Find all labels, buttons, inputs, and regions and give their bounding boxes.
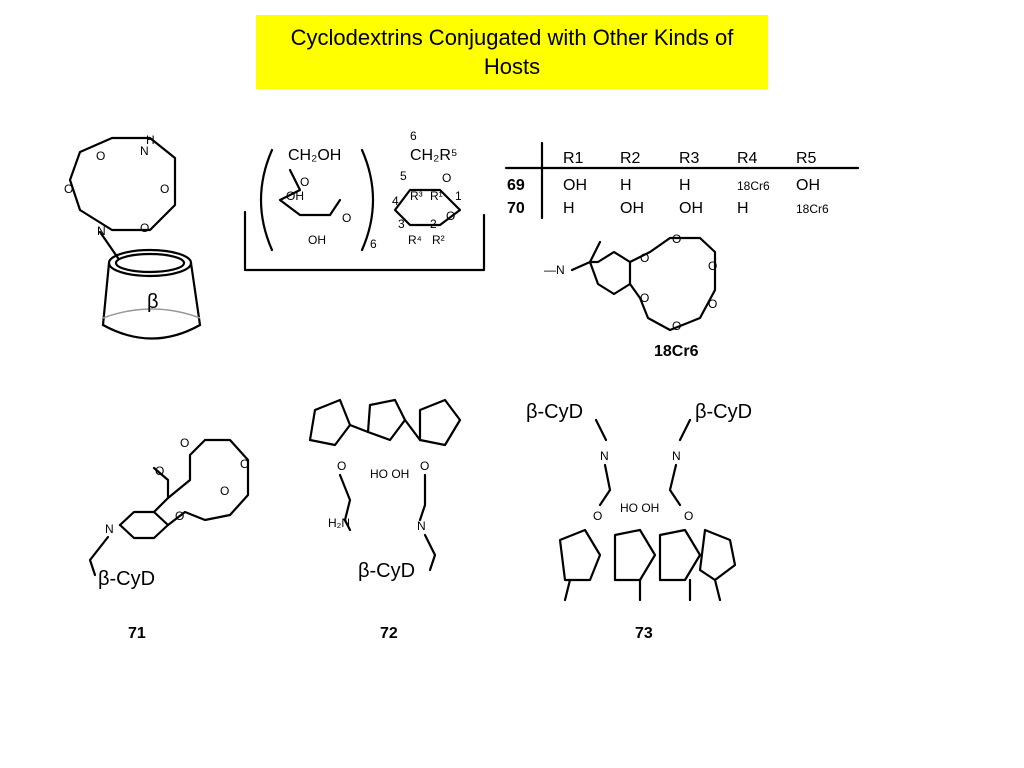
svg-text:O: O xyxy=(672,319,681,333)
svg-text:O: O xyxy=(140,221,149,235)
svg-text:O: O xyxy=(300,175,309,189)
svg-text:69: 69 xyxy=(507,177,525,194)
svg-text:R⁴: R⁴ xyxy=(408,233,422,247)
svg-text:N: N xyxy=(97,224,106,238)
svg-text:O: O xyxy=(160,182,169,196)
svg-text:O: O xyxy=(180,436,189,450)
svg-text:OH: OH xyxy=(796,177,820,194)
svg-text:O: O xyxy=(442,171,451,185)
svg-text:O: O xyxy=(175,509,184,523)
svg-text:HO OH: HO OH xyxy=(370,467,409,481)
svg-text:O: O xyxy=(708,297,717,311)
svg-text:4: 4 xyxy=(392,194,399,208)
svg-text:O: O xyxy=(240,457,249,471)
svg-text:N: N xyxy=(672,449,681,463)
svg-text:O: O xyxy=(220,484,229,498)
slide-title: Cyclodextrins Conjugated with Other Kind… xyxy=(290,25,734,79)
svg-text:OH: OH xyxy=(286,189,304,203)
svg-text:—N: —N xyxy=(544,263,565,277)
compound-71-structure: O O O O O N β-CyD 71 xyxy=(88,436,249,642)
svg-text:1: 1 xyxy=(455,189,462,203)
svg-text:O: O xyxy=(672,232,681,246)
svg-text:β-CyD: β-CyD xyxy=(695,401,752,423)
svg-text:β-CyD: β-CyD xyxy=(98,568,155,590)
svg-text:6: 6 xyxy=(410,129,417,143)
svg-text:N: N xyxy=(140,144,149,158)
svg-text:R5: R5 xyxy=(796,150,817,167)
svg-text:72: 72 xyxy=(380,625,398,642)
svg-text:O: O xyxy=(337,459,346,473)
crown-cd-cartoon: O N H O O N O β xyxy=(64,133,202,340)
svg-text:N: N xyxy=(105,522,114,536)
svg-text:O: O xyxy=(155,464,164,478)
svg-text:O: O xyxy=(64,182,73,196)
svg-text:OH: OH xyxy=(620,200,644,217)
svg-text:O: O xyxy=(708,259,717,273)
svg-text:18Cr6: 18Cr6 xyxy=(737,179,770,193)
svg-text:OH: OH xyxy=(308,233,326,247)
svg-text:CH₂OH: CH₂OH xyxy=(288,147,341,164)
svg-text:H: H xyxy=(620,177,632,194)
svg-text:R¹: R¹ xyxy=(430,189,443,203)
svg-text:R²: R² xyxy=(432,233,445,247)
svg-text:H: H xyxy=(563,200,575,217)
svg-text:H: H xyxy=(146,133,155,147)
svg-text:OH: OH xyxy=(563,177,587,194)
svg-text:R³: R³ xyxy=(410,189,423,203)
svg-text:OH: OH xyxy=(679,200,703,217)
svg-text:R4: R4 xyxy=(737,150,758,167)
svg-text:O: O xyxy=(342,211,351,225)
svg-text:R2: R2 xyxy=(620,150,641,167)
compound-72-structure: O HO OH O H₂N N β-CyD 72 xyxy=(308,398,462,642)
svg-text:R1: R1 xyxy=(563,150,584,167)
svg-text:β-CyD: β-CyD xyxy=(526,401,583,423)
svg-text:O: O xyxy=(640,291,649,305)
svg-text:HO OH: HO OH xyxy=(620,501,659,515)
svg-text:O: O xyxy=(96,149,105,163)
svg-text:H₂N: H₂N xyxy=(328,516,350,530)
svg-text:2: 2 xyxy=(430,217,437,231)
svg-text:73: 73 xyxy=(635,625,653,642)
svg-text:O: O xyxy=(446,209,455,223)
svg-text:18Cr6: 18Cr6 xyxy=(654,343,699,360)
cd-sugar-unit: CH₂OH OH O OH O 6 6 CH₂R⁵ 5 O 4 R³ R¹ 1 … xyxy=(243,129,486,272)
svg-text:6: 6 xyxy=(370,237,377,251)
svg-text:β: β xyxy=(147,291,159,313)
svg-text:O: O xyxy=(593,509,602,523)
compound-73-structure: β-CyD β-CyD N N O O HO OH 73 xyxy=(526,401,752,642)
svg-text:β-CyD: β-CyD xyxy=(358,560,415,582)
svg-text:O: O xyxy=(420,459,429,473)
svg-text:H: H xyxy=(679,177,691,194)
svg-text:71: 71 xyxy=(128,625,146,642)
svg-text:N: N xyxy=(600,449,609,463)
svg-text:R3: R3 xyxy=(679,150,700,167)
svg-text:18Cr6: 18Cr6 xyxy=(796,202,829,216)
svg-text:5: 5 xyxy=(400,169,407,183)
svg-text:O: O xyxy=(684,509,693,523)
svg-text:N: N xyxy=(417,519,426,533)
svg-text:3: 3 xyxy=(398,217,405,231)
substituent-table: R1 R2 R3 R4 R5 69 OH H H 18Cr6 OH 70 H O… xyxy=(504,141,860,220)
crown-18cr6: —N O O O O O O 18Cr6 xyxy=(544,232,717,360)
svg-text:70: 70 xyxy=(507,200,525,217)
svg-text:CH₂R⁵: CH₂R⁵ xyxy=(410,147,458,164)
slide-title-box: Cyclodextrins Conjugated with Other Kind… xyxy=(256,15,768,89)
svg-text:O: O xyxy=(640,251,649,265)
svg-text:H: H xyxy=(737,200,749,217)
